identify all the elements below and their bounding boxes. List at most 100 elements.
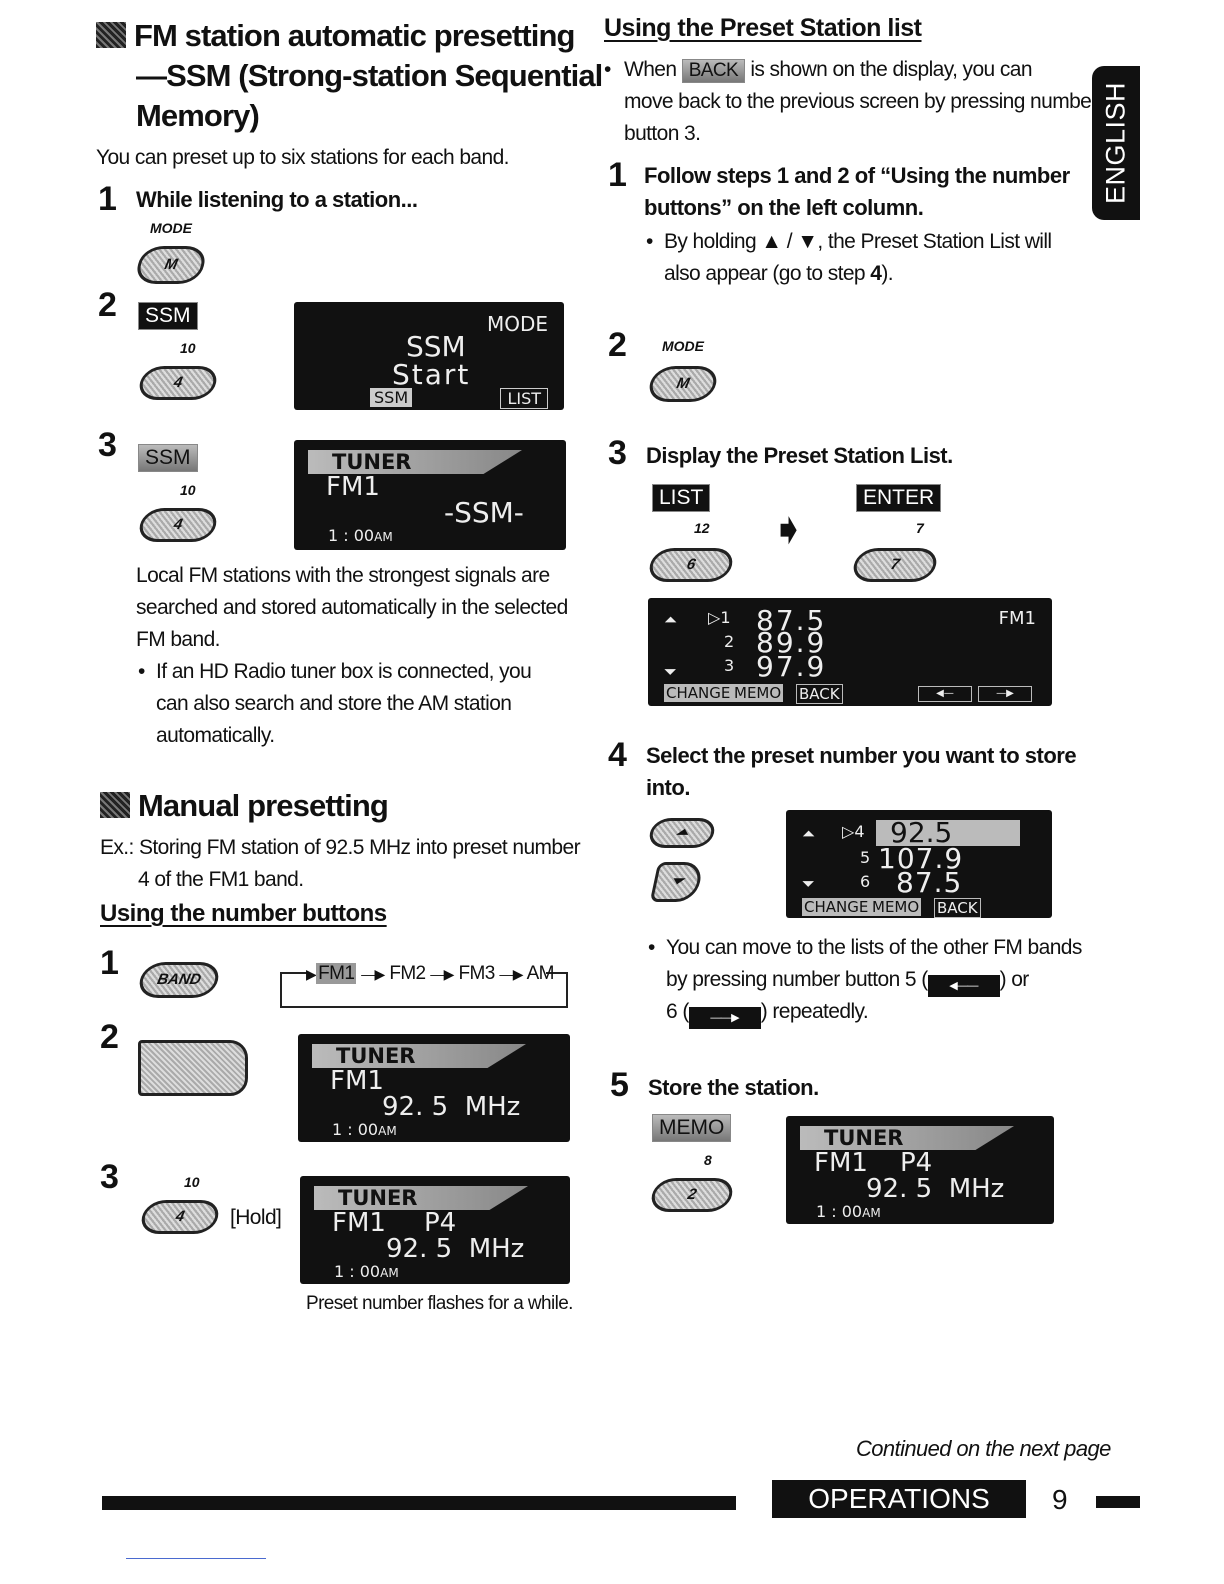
lcd-preset: P4 [900,1148,933,1178]
tuning-rocker-button[interactable] [138,1040,248,1096]
band-fm1: FM1 [316,963,357,984]
up-arrow-icon: ⏶ [802,824,815,843]
list-tag: LIST [652,484,711,512]
band-fm2: FM2 [389,963,426,984]
lcd-ssm-indicator: -SSM- [444,496,524,529]
ssm-section-title: FM station automatic presetting [96,16,575,56]
lcd-preset: P4 [424,1208,457,1238]
list-memo-key: MEMO [732,684,784,702]
lcd-list-softkey: LIST [500,388,548,409]
other-bands-text-3: 6 (——▶) repeatedly. [666,996,869,1029]
lcd-time: 1 : 00AM [334,1262,399,1281]
down-arrow-icon: ⏷ [802,874,815,893]
preset-list-heading: Using the Preset Station list [604,14,922,42]
section-square-icon-2 [100,792,130,818]
number-button-4-hold-store[interactable]: 4 [138,1200,222,1234]
lcd-start-text: Start [392,358,471,391]
ten-label-3: 10 [184,1174,200,1190]
list-step4-number: 4 [608,736,627,774]
list-preset-5: 5 [860,848,871,867]
list-step1-number: 1 [608,156,627,194]
manual-section-title: Manual presetting [100,786,389,826]
when-back-text-3: button 3. [624,122,701,145]
list-step5-number: 5 [610,1066,629,1104]
band-am: AM [526,963,555,984]
list-step2-number: 2 [608,326,627,364]
list-preset-4: ▷4 [842,822,865,841]
section-label: OPERATIONS [772,1480,1026,1518]
lcd-frequency: 92. 5 MHz [386,1234,525,1264]
lcd-frequency: 92. 5 MHz [382,1092,521,1122]
lcd-frequency: 92. 5 MHz [866,1174,1005,1204]
holding-text-2: also appear (go to step 4). [664,262,894,285]
lcd-preset-list-2: ⏶ ⏷ ▷4 92.5 5 107.9 6 87.5 CHANGE MEMO B… [786,810,1052,918]
number-button-6[interactable]: 6 [646,548,736,582]
ten-label: 10 [180,340,196,356]
list-step4-text-1: Select the preset number you want to sto… [646,743,1077,768]
ssm-tag-hold: SSM [138,444,198,472]
list-freq-1: 87.5 [756,604,827,637]
lcd-ssm-softkey: SSM [370,388,413,407]
band-fm3: FM3 [458,963,495,984]
list-band: FM1 [998,608,1036,629]
list-preset-6: 6 [860,872,871,891]
list-step5-title: Store the station. [648,1075,819,1100]
down-button[interactable]: ⏷ [649,862,705,902]
list-freq-6: 87.5 [896,866,963,899]
hd-text-2: can also search and store the AM station [156,692,512,715]
prev-band-icon: ◀— [918,686,972,702]
list-change-key: CHANGE [802,898,871,916]
local-fm-text-3: FM band. [136,628,221,651]
lcd-preset-list: ⏶ ⏷ ▷1 87.5 2 89.9 3 97.9 FM1 CHANGE MEM… [648,598,1052,706]
ssm-intro: You can preset up to six stations for ea… [96,146,509,169]
preset-flash-caption: Preset number flashes for a while. [306,1293,573,1314]
mode-label: MODE [150,220,192,236]
band-sequence: ▶FM1 —▶ FM2 —▶ FM3 —▶ AM [280,960,568,1008]
ssm-section-title-line3: Memory) [136,98,260,133]
footer-rule [102,1496,736,1510]
seven-label: 7 [916,520,924,536]
ssm-tag: SSM [138,302,198,330]
number-button-4-hold[interactable]: 4 [136,508,220,542]
list-freq-5: 107.9 [878,842,964,875]
list-change-key: CHANGE [664,684,733,702]
example-text-2: 4 of the FM1 band. [138,868,304,891]
right-arrow-icon: ➧ [770,505,807,554]
lcd-band: FM1 [330,1066,384,1096]
hold-label: [Hold] [230,1206,282,1229]
lcd-time: 1 : 00AM [816,1202,881,1221]
manual-step3-number: 3 [100,1158,119,1196]
number-button-4[interactable]: 4 [136,366,220,400]
bullet-dot: • [138,660,146,683]
lcd-band: FM1 [332,1208,386,1238]
band-button[interactable]: BAND [136,962,222,998]
list-step1-text-1: Follow steps 1 and 2 of “Using the numbe… [644,163,1070,188]
lcd-band: FM1 [814,1148,868,1178]
lcd-tuner-preset: TUNER FM1 P4 92. 5 MHz 1 : 00AM [300,1176,570,1284]
list-back-key: BACK [796,684,843,704]
mode-button-2[interactable]: M [646,366,720,402]
back-tag: BACK [681,59,746,83]
mode-button[interactable]: M [133,246,209,284]
ssm-step1-title: While listening to a station... [136,187,418,212]
ssm-step2-number: 2 [98,286,117,324]
eight-label: 8 [704,1152,712,1168]
list-preset-1: ▷1 [708,608,731,627]
up-button[interactable]: ⏶ [646,818,718,848]
bullet-dot: • [646,230,654,253]
ssm-step1-number: 1 [98,180,117,218]
next-band-key-icon: ——▶ [688,1007,761,1029]
list-preset-3: 3 [724,656,735,675]
language-side-tab: ENGLISH [1092,66,1140,220]
list-freq-4-selected: 92.5 [876,819,1020,847]
number-button-2[interactable]: 2 [648,1178,736,1212]
list-preset-2: 2 [724,632,735,651]
other-bands-text-2: by pressing number button 5 (◀——) or [666,964,1029,997]
continued-note: Continued on the next page [856,1436,1111,1461]
hd-text-1: If an HD Radio tuner box is connected, y… [156,660,532,683]
example-text-1: Ex.: Storing FM station of 92.5 MHz into… [100,836,581,859]
number-button-7[interactable]: 7 [850,548,940,582]
lcd-tuner-ssm: TUNER FM1 -SSM- 1 : 00AM [294,440,566,550]
lcd-tuner-label: TUNER [312,1044,526,1068]
footer-rule-right [1096,1496,1140,1508]
